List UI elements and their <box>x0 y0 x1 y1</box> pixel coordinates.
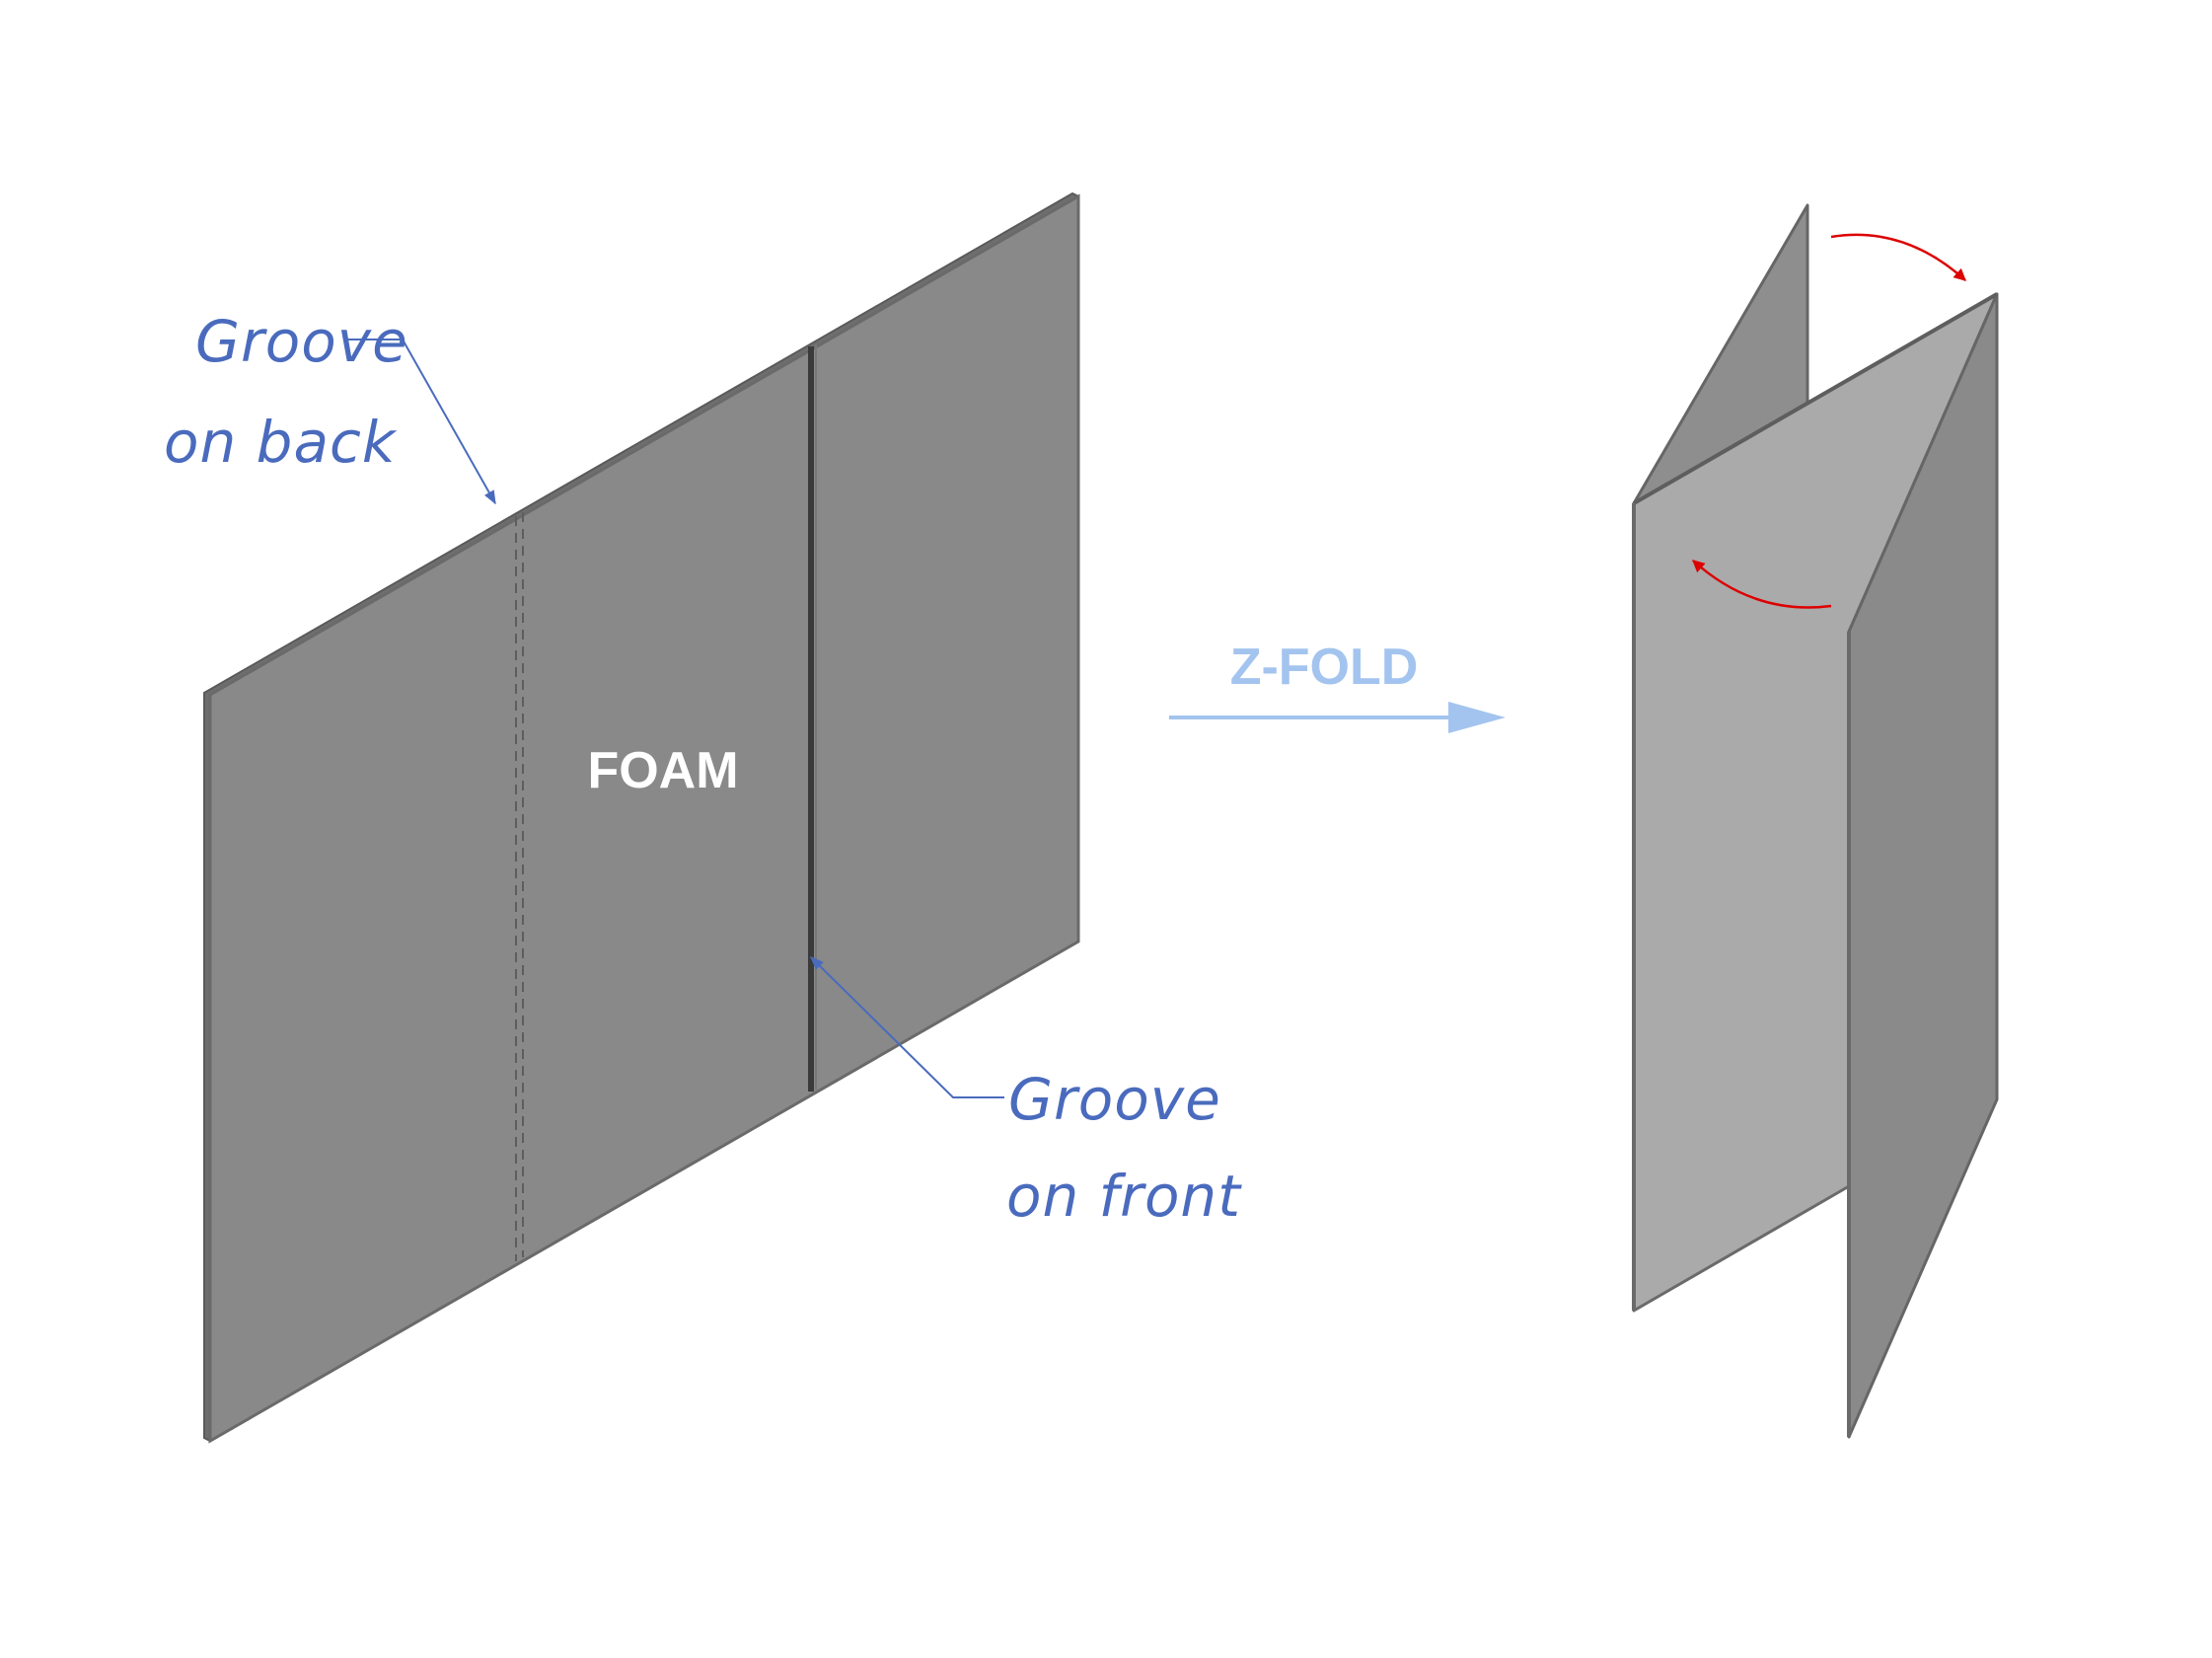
board-front-face <box>208 193 1080 1444</box>
foam-label: FOAM <box>587 742 738 799</box>
groove-front-label-line2: on front <box>1006 1163 1242 1230</box>
flat-foam-board: FOAM <box>203 191 1080 1444</box>
rotation-arrow-top <box>1830 233 1966 281</box>
groove-back-dashed-line <box>515 512 524 1261</box>
top-fold-edge <box>1633 292 1998 505</box>
groove-front-line <box>808 344 817 1092</box>
rotation-arrow-bottom <box>1692 560 1832 609</box>
groove-front-leader-line <box>810 956 1004 1098</box>
groove-back-label-line1: Groove <box>195 308 408 375</box>
z-folded-foam <box>1632 203 1999 1439</box>
groove-front-label-line1: Groove <box>1008 1066 1221 1133</box>
z-fold-arrow-head <box>1448 702 1506 733</box>
z-fold-label: Z-FOLD <box>1230 639 1419 696</box>
groove-back-leader-line <box>345 339 496 505</box>
groove-front-annotation: Groove on front <box>810 956 1242 1230</box>
z-fold-arrow-group: Z-FOLD <box>1169 639 1506 733</box>
groove-back-label-line2: on back <box>164 409 398 476</box>
groove-back-annotation: Groove on back <box>164 308 496 505</box>
